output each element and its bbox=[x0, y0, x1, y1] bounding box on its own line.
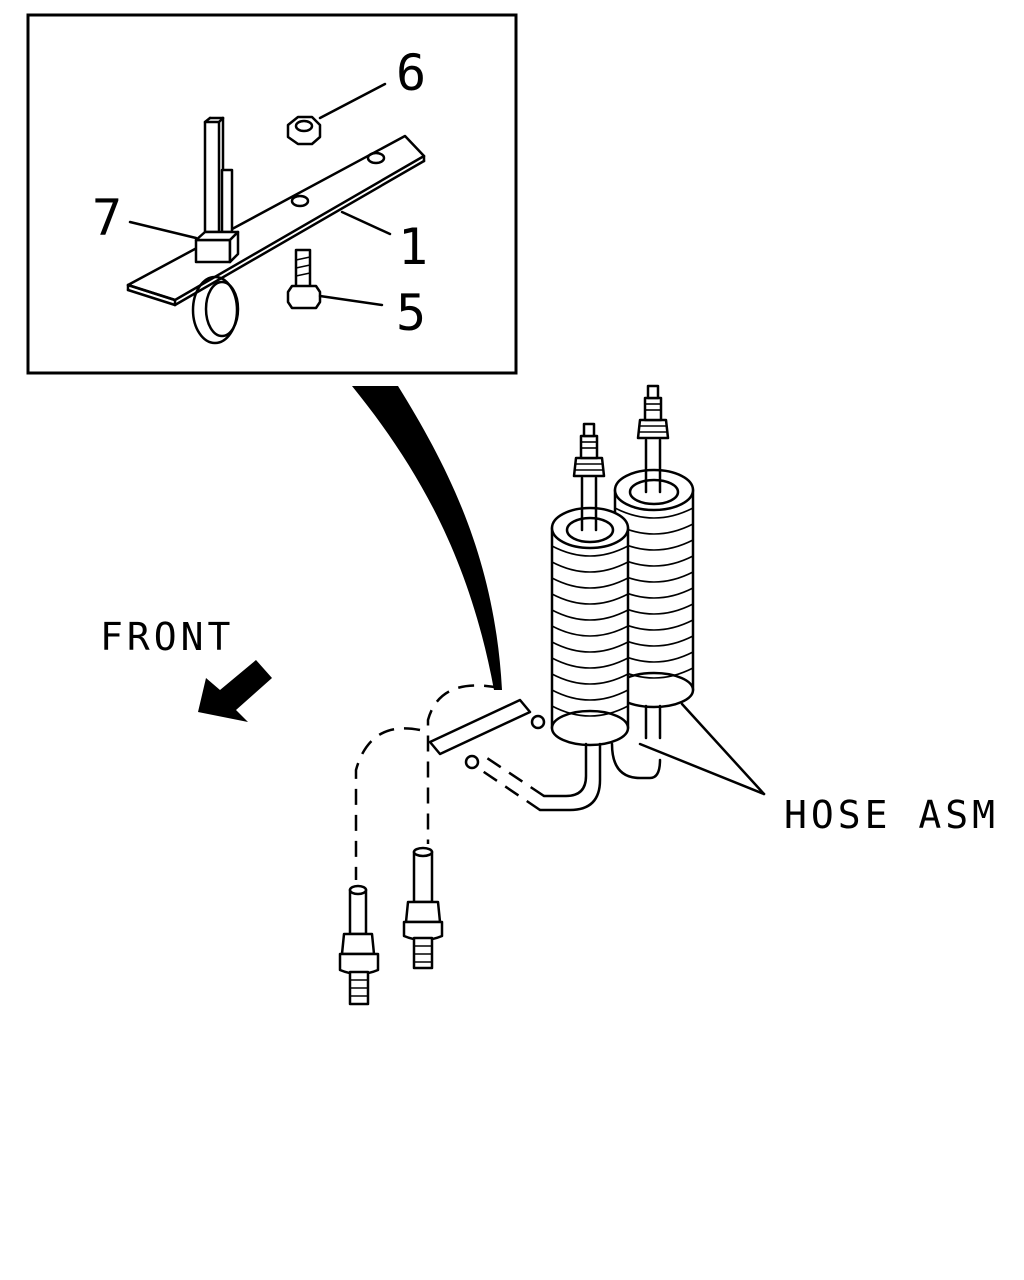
leader-hose-asm-a bbox=[638, 742, 766, 796]
front-label: FRONT bbox=[100, 615, 234, 659]
bolt-part bbox=[286, 248, 322, 310]
hose-fitting-left bbox=[338, 884, 380, 1006]
hose-clamp bbox=[428, 698, 532, 756]
callout-7: 7 bbox=[92, 189, 122, 247]
leader-1 bbox=[340, 210, 392, 236]
callout-5: 5 bbox=[396, 284, 426, 342]
clip-part bbox=[191, 116, 240, 345]
hose-coil-front bbox=[550, 422, 630, 747]
hose-runs bbox=[354, 684, 501, 880]
hose-asm-label: HOSE ASM bbox=[784, 793, 999, 837]
leader-6 bbox=[318, 82, 387, 120]
detail-inset: 6 7 1 5 bbox=[26, 13, 518, 375]
leader-hose-asm-b bbox=[680, 702, 766, 796]
detail-pointer bbox=[352, 386, 502, 690]
hose-assembly bbox=[338, 384, 695, 1006]
nut-part bbox=[286, 115, 322, 146]
callout-1: 1 bbox=[398, 218, 428, 276]
hose-lower-bend bbox=[464, 714, 662, 812]
leader-5 bbox=[318, 294, 384, 307]
leader-7 bbox=[128, 220, 198, 240]
front-arrow-icon bbox=[198, 660, 272, 722]
callout-6: 6 bbox=[396, 44, 426, 102]
hose-fitting-right bbox=[402, 846, 444, 970]
inset-frame bbox=[26, 13, 518, 375]
